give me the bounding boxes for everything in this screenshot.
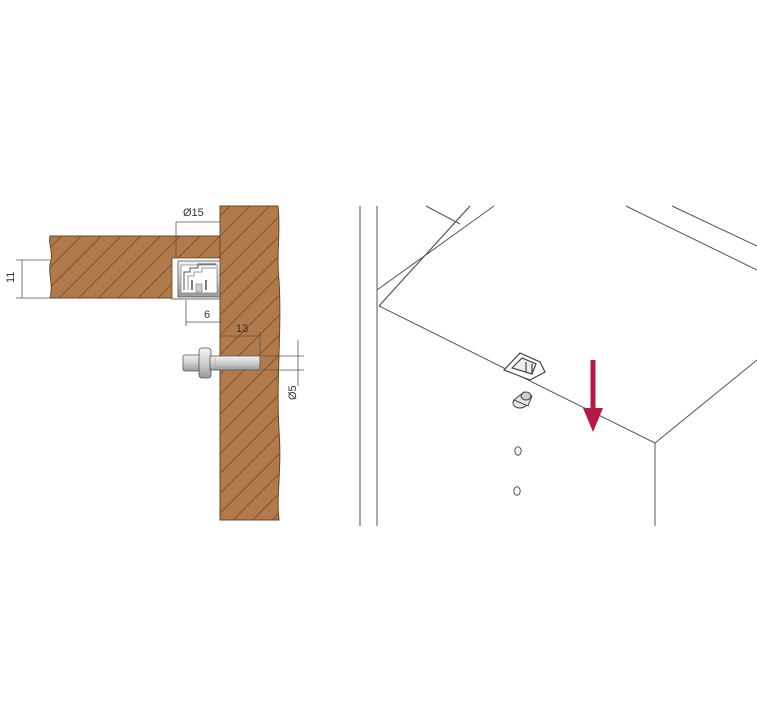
dim-insert-depth: 6 — [204, 309, 210, 321]
dim-pin-length: 13 — [236, 323, 248, 335]
shelf-pin-perspective — [512, 391, 533, 409]
dim-pin-diameter: Ø5 — [287, 385, 299, 400]
dim-shelf-thickness: 11 — [5, 272, 17, 283]
dim-hole-diameter: Ø15 — [183, 207, 204, 219]
shelf-pin — [182, 347, 261, 379]
section-view: Ø15 11 6 13 Ø5 — [5, 205, 304, 521]
connector-clip — [502, 352, 546, 381]
down-arrow-icon — [583, 360, 603, 432]
shelf-perspective — [378, 205, 757, 444]
connector-insert — [177, 260, 221, 298]
perspective-view — [359, 205, 757, 526]
drill-hole — [513, 486, 521, 496]
dimension-lines — [16, 221, 304, 386]
drill-hole — [514, 446, 522, 456]
